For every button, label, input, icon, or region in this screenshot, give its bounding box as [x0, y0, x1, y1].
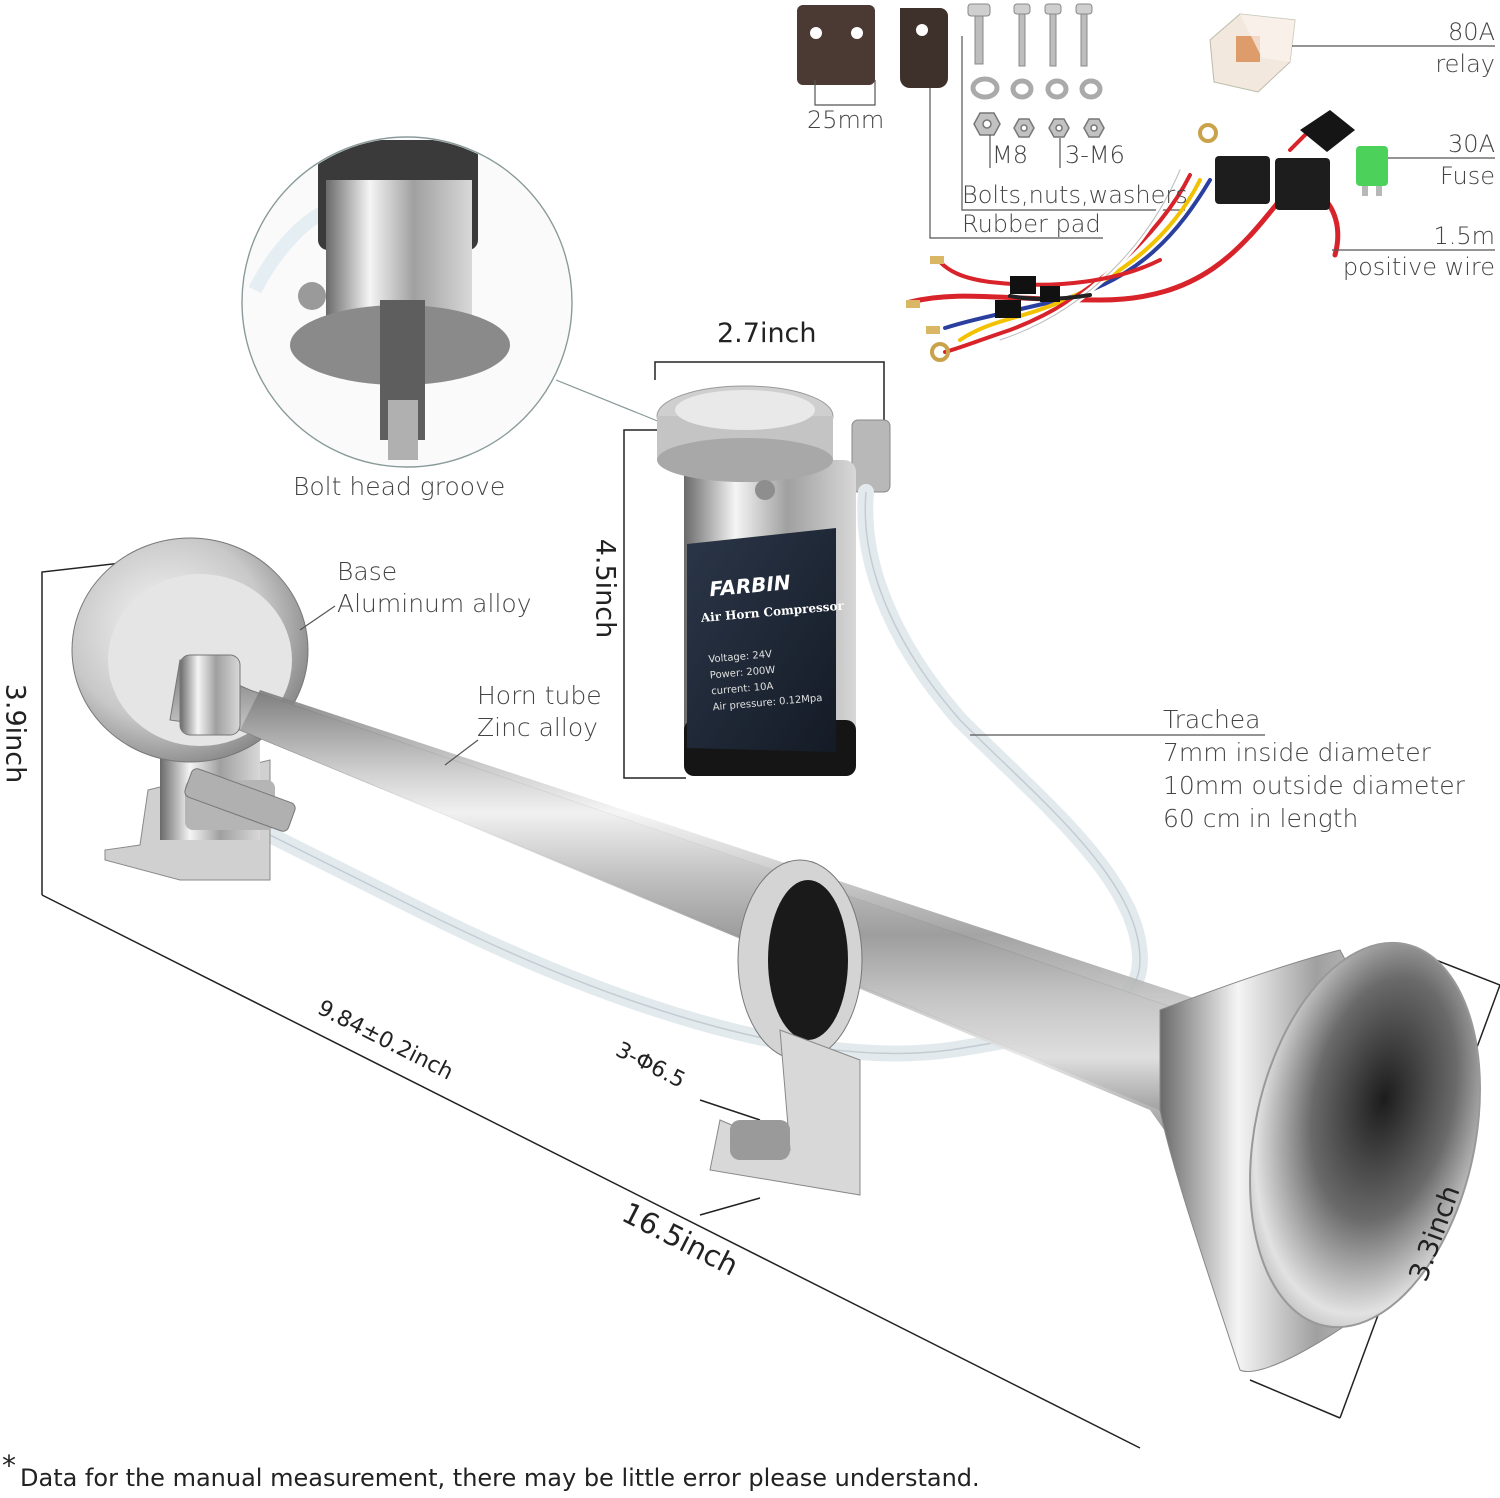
relay-socket-icon — [1198, 110, 1355, 210]
base-leader-line — [299, 605, 336, 631]
base-name-label: Base — [337, 557, 398, 586]
wire-terminals-icon — [906, 256, 1060, 362]
relay-value-label: 80A — [1448, 18, 1495, 46]
horn-fitting — [184, 768, 296, 832]
hardware-label: Bolts,nuts,washers — [962, 181, 1188, 209]
hardware-leader-lines — [929, 36, 1185, 239]
nuts-icon — [973, 112, 1105, 138]
washers-icon — [970, 76, 1103, 100]
bolt-size-m8-label: M8 — [992, 141, 1028, 169]
trachea-length-label: 60 cm in length — [1163, 804, 1359, 833]
pad-size-label: 25mm — [807, 106, 885, 134]
bolt-head-groove-label: Bolt head groove — [293, 472, 506, 501]
horn-tube-clamp — [709, 859, 863, 1196]
trachea-inside-label: 7mm inside diameter — [1163, 738, 1431, 767]
relay-icon — [1209, 13, 1296, 93]
fuse-name-label: Fuse — [1440, 162, 1495, 190]
relay-name-label: relay — [1435, 50, 1495, 78]
footnote-mark: * — [2, 1449, 16, 1482]
fuse-icon — [1356, 146, 1388, 196]
horn-height-label: 3.9inch — [0, 683, 31, 784]
fuse-value-label: 30A — [1448, 130, 1495, 158]
horn-tube-name-label: Horn tube — [477, 681, 602, 710]
wire-length-label: 1.5m — [1433, 222, 1495, 250]
horn-tube-material-label: Zinc alloy — [477, 713, 598, 742]
wire-name-label: positive wire — [1342, 253, 1495, 281]
compressor-height-label: 4.5inch — [589, 538, 621, 639]
pad-size-marker — [814, 80, 876, 106]
air-compressor — [656, 385, 891, 776]
compressor-width-label: 2.7inch — [717, 318, 817, 349]
horn-bell — [1159, 941, 1481, 1372]
rubber-pad-label: Rubber pad — [962, 210, 1101, 238]
horn-tube-leader-line — [444, 739, 479, 766]
compressor-dimension-lines — [623, 361, 885, 779]
trachea-name-label: Trachea — [1163, 705, 1261, 734]
footnote-text: Data for the manual measurement, there m… — [20, 1464, 980, 1492]
zoom-leader-line — [555, 379, 661, 423]
bolt-size-m6-label: 3-M6 — [1065, 141, 1125, 169]
rubber-pad-tab — [900, 8, 948, 88]
bolts-icon — [967, 3, 1093, 67]
compressor-current: current: 10A — [711, 681, 774, 697]
base-material-label: Aluminum alloy — [337, 589, 532, 618]
trachea-outside-label: 10mm outside diameter — [1163, 771, 1465, 800]
bolt-head-groove-zoom — [241, 136, 573, 468]
rubber-pad-square — [797, 5, 875, 85]
